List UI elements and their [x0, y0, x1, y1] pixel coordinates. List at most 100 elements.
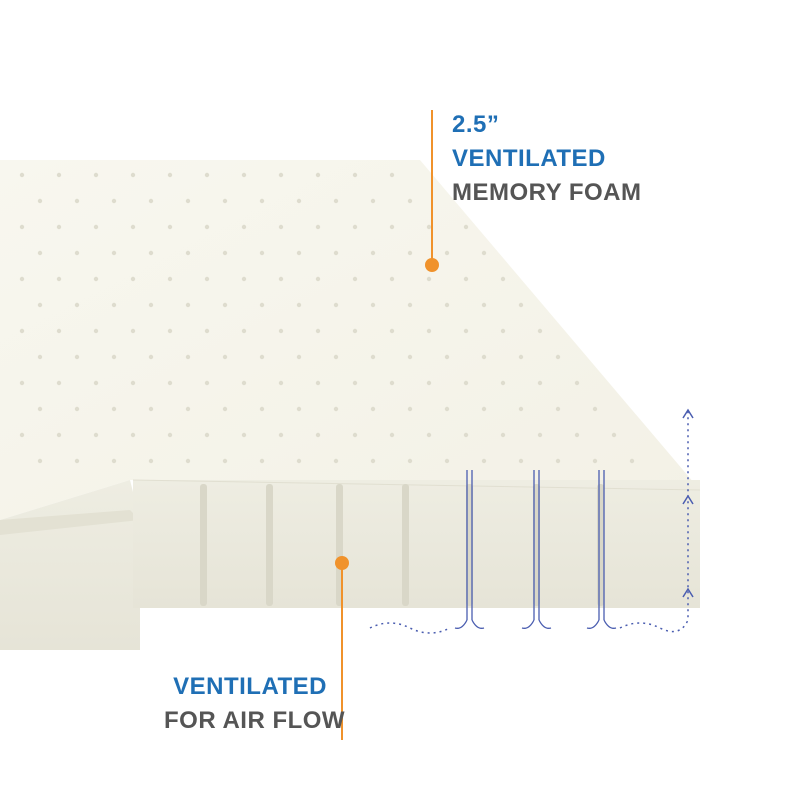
perforation-dot — [19, 380, 25, 386]
perforation-dot — [333, 250, 339, 256]
perforation-dot — [130, 432, 136, 438]
perforation-dot — [407, 406, 413, 412]
perforation-dot — [56, 172, 62, 178]
perforation-dot — [259, 354, 265, 360]
perforation-dot — [222, 458, 228, 464]
perforation-dot — [278, 380, 284, 386]
perforation-dot — [426, 432, 432, 438]
perforation-dot — [555, 354, 561, 360]
perforation-dot — [370, 302, 376, 308]
perforation-dot — [389, 432, 395, 438]
perforation-dot — [463, 432, 469, 438]
perforation-dot — [537, 432, 543, 438]
perforation-dot — [148, 458, 154, 464]
perforation-dot — [241, 380, 247, 386]
perforation-dot — [204, 276, 210, 282]
perforation-dot — [463, 276, 469, 282]
perforation-dot — [555, 458, 561, 464]
perforation-dot — [370, 354, 376, 360]
perforation-dot — [518, 406, 524, 412]
perforation-dot — [315, 224, 321, 230]
perforation-dot — [370, 458, 376, 464]
perforation-dot — [555, 406, 561, 412]
perforation-dot — [167, 224, 173, 230]
perforation-dot — [185, 198, 191, 204]
foam-top-surface — [0, 160, 700, 520]
perforation-dot — [500, 276, 506, 282]
perforation-dot — [37, 302, 43, 308]
top-callout-line2: MEMORY FOAM — [452, 179, 642, 206]
perforation-dot — [130, 380, 136, 386]
perforation-dot — [463, 380, 469, 386]
perforation-dot — [518, 302, 524, 308]
perforation-dot — [93, 276, 99, 282]
perforation-dot — [389, 276, 395, 282]
perforation-dot — [93, 328, 99, 334]
perforation-dot — [56, 328, 62, 334]
perforation-dot — [333, 302, 339, 308]
perforation-dot — [37, 198, 43, 204]
perforation-dot — [426, 224, 432, 230]
perforation-dot — [481, 458, 487, 464]
perforation-dot — [296, 302, 302, 308]
perforation-dot — [93, 172, 99, 178]
perforation-dot — [592, 406, 598, 412]
perforation-dot — [204, 328, 210, 334]
perforation-dot — [130, 328, 136, 334]
perforation-dot — [296, 250, 302, 256]
perforation-dot — [537, 328, 543, 334]
perforation-dot — [352, 224, 358, 230]
perforation-dot — [278, 224, 284, 230]
perforation-dot — [481, 250, 487, 256]
perforation-dot — [148, 198, 154, 204]
perforation-dot — [222, 250, 228, 256]
perforation-dot — [74, 198, 80, 204]
perforation-dot — [444, 250, 450, 256]
perforation-dot — [93, 224, 99, 230]
airflow-lines-icon — [454, 470, 617, 629]
foam-front-face — [133, 480, 700, 608]
perforation-dot — [111, 250, 117, 256]
perforation-dot — [389, 224, 395, 230]
perforation-dot — [315, 432, 321, 438]
perforation-dot — [204, 224, 210, 230]
perforation-dot — [222, 354, 228, 360]
perforation-dot — [19, 432, 25, 438]
perforation-dot — [444, 406, 450, 412]
perforation-dot — [56, 432, 62, 438]
top-callout-marker — [425, 258, 439, 272]
perforation-dot — [407, 354, 413, 360]
perforation-dot — [167, 276, 173, 282]
perforation-dot — [185, 302, 191, 308]
perforation-dot — [426, 328, 432, 334]
perforation-dot — [185, 458, 191, 464]
ventilation-channels — [200, 484, 604, 606]
perforation-dot — [185, 250, 191, 256]
perforation-dot — [241, 432, 247, 438]
perforation-dot — [167, 380, 173, 386]
perforation-dot — [19, 328, 25, 334]
perforation-dot — [370, 198, 376, 204]
perforation-dot — [130, 276, 136, 282]
perforation-dot — [315, 380, 321, 386]
perforation-dot — [407, 250, 413, 256]
perforation-dot — [204, 380, 210, 386]
perforation-dot — [352, 432, 358, 438]
perforation-dot — [204, 172, 210, 178]
perforation-dot — [426, 380, 432, 386]
perforation-dot — [185, 406, 191, 412]
perforation-dot — [333, 406, 339, 412]
perforation-dot — [500, 328, 506, 334]
perforation-dot — [130, 224, 136, 230]
perforation-dot — [259, 302, 265, 308]
perforation-dot — [148, 250, 154, 256]
perforation-dot — [352, 172, 358, 178]
perforation-dot — [259, 406, 265, 412]
perforation-dot — [296, 198, 302, 204]
perforation-dot — [370, 406, 376, 412]
airflow-arrows-icon — [682, 408, 694, 598]
perforation-dot — [352, 276, 358, 282]
perforation-dot — [389, 328, 395, 334]
perforation-dot — [74, 406, 80, 412]
